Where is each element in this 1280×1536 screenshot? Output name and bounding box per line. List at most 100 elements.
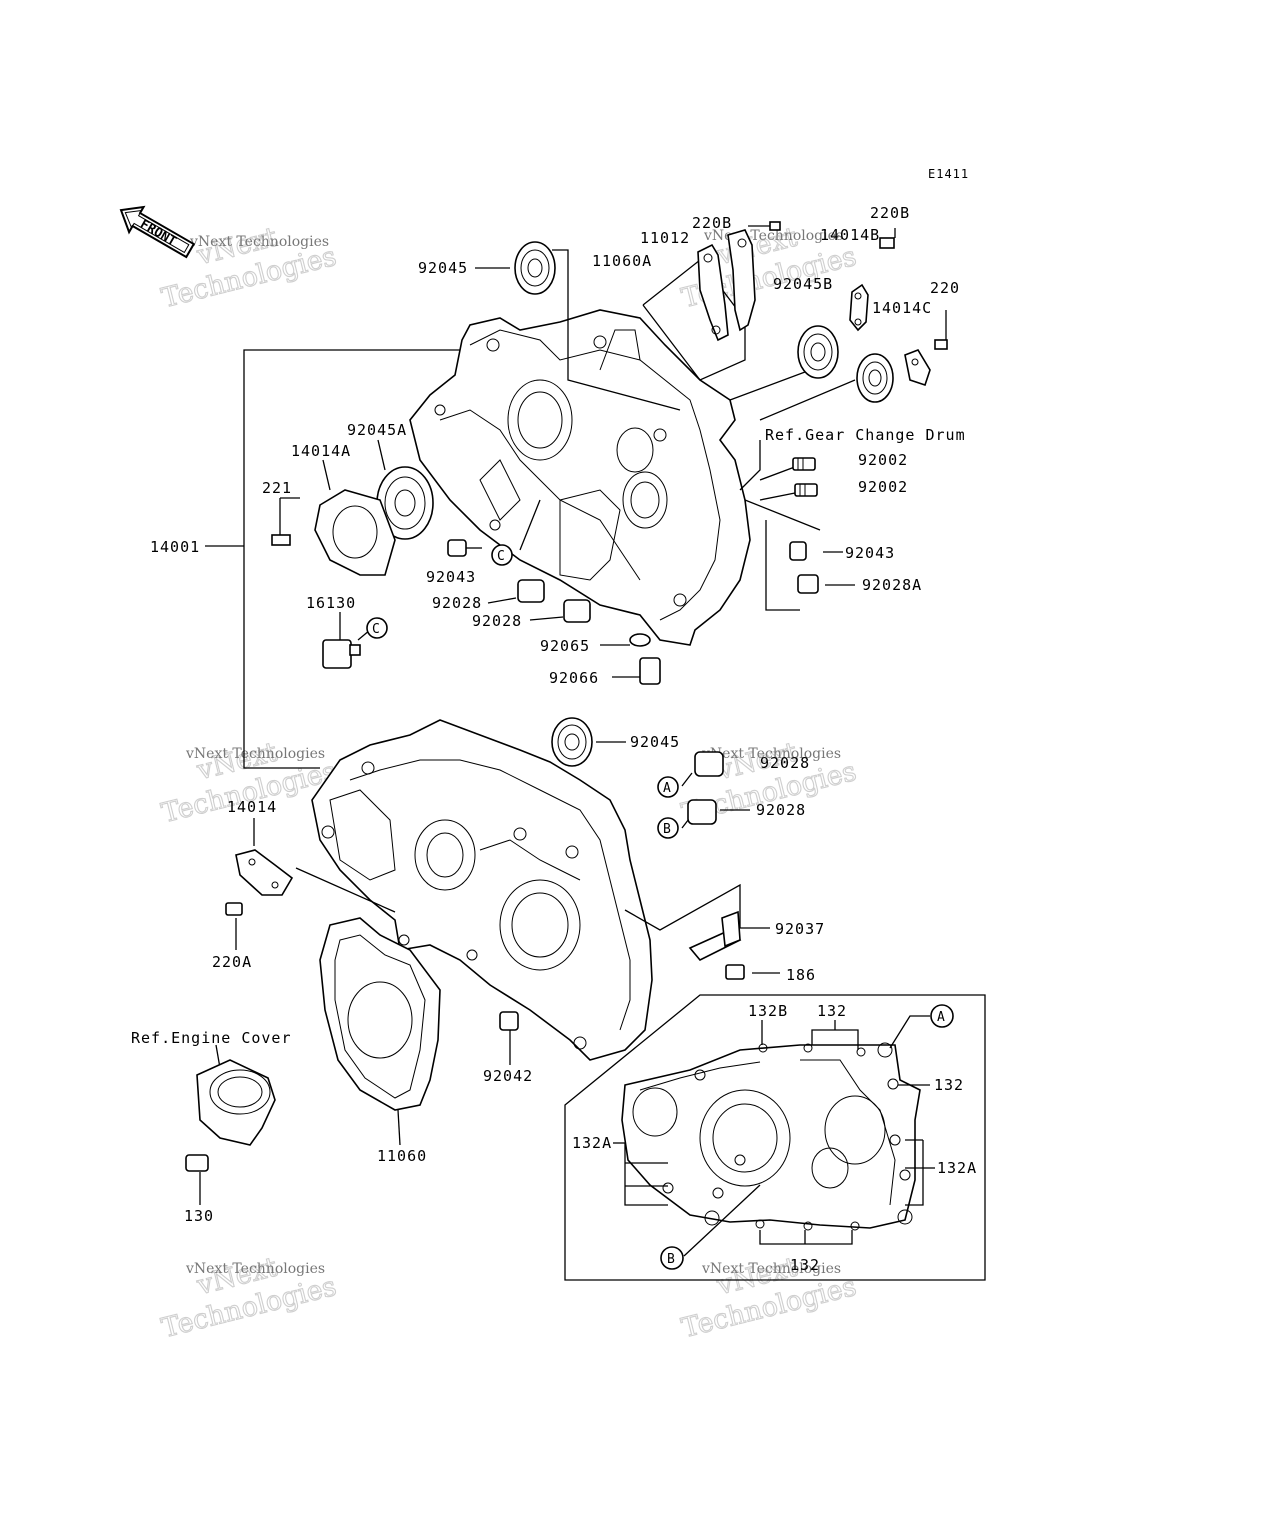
callout-a-text: A	[937, 1010, 945, 1025]
dowel-92028-a-lower	[694, 751, 724, 777]
dowel-92043-right	[789, 541, 807, 561]
oring-92065	[629, 633, 651, 647]
watermark-text: vNext Technologies	[701, 1261, 841, 1277]
callout-b-lower: B	[657, 817, 679, 839]
bearing-92045b	[797, 325, 839, 379]
label-92037: 92037	[775, 920, 825, 938]
label-132-top: 132	[817, 1002, 847, 1020]
lower-crankcase-half	[311, 719, 653, 1061]
watermark-text: vNext Technologies	[701, 746, 841, 762]
dowel-92028-2	[563, 599, 591, 623]
label-92002-b: 92002	[858, 478, 908, 496]
bearing-92045-mid	[551, 717, 593, 767]
label-92028-a: 92028	[760, 754, 810, 772]
label-132a-left: 132A	[572, 1134, 612, 1152]
label-14014c: 14014C	[872, 299, 932, 317]
label-220a: 220A	[212, 953, 252, 971]
dowel-92042	[499, 1011, 519, 1031]
label-92045a: 92045A	[347, 421, 407, 439]
watermark-text: vNext Technologies	[185, 746, 325, 762]
label-132-bottom: 132	[790, 1256, 820, 1274]
label-11060: 11060	[377, 1147, 427, 1165]
stud-92002-b	[794, 483, 818, 497]
label-92043-left: 92043	[426, 568, 476, 586]
bolt-221	[271, 534, 291, 546]
label-132-right: 132	[934, 1076, 964, 1094]
bolt-220b-right	[879, 228, 896, 249]
bolt-detail-leaders	[613, 1015, 935, 1257]
gasket-11060	[319, 917, 441, 1111]
front-label: FRONT	[137, 217, 179, 250]
upper-leader-lines	[279, 249, 856, 678]
callout-a-detail: A	[930, 1004, 954, 1028]
bolt-130	[185, 1154, 209, 1172]
dowel-92043-left	[447, 539, 467, 557]
label-132a-right: 132A	[937, 1159, 977, 1177]
label-11012: 11012	[640, 229, 690, 247]
label-92065: 92065	[540, 637, 590, 655]
diagram-code: E1411	[928, 167, 969, 181]
label-92045b: 92045B	[773, 275, 833, 293]
label-92028-b: 92028	[756, 801, 806, 819]
callout-a-text: A	[663, 781, 671, 796]
callout-c-text: C	[497, 549, 505, 564]
label-92028a: 92028A	[862, 576, 922, 594]
label-92028-1: 92028	[432, 594, 482, 612]
bearing-92045a	[376, 466, 434, 540]
part-labels: 92045 220B 11012 11060A 220B 14014B 9204…	[131, 204, 977, 1274]
dowel-92028-1	[517, 579, 545, 603]
plate-14014b	[849, 283, 869, 332]
bearing-gear-change	[856, 353, 894, 403]
bolt-220b-top	[748, 221, 781, 231]
guide-92037	[688, 910, 742, 961]
cover-seal-ref-engine	[196, 1059, 276, 1146]
upper-crankcase-half	[409, 309, 751, 646]
plate-14014c	[904, 349, 931, 387]
callout-b-detail: B	[660, 1246, 684, 1270]
label-130: 130	[184, 1207, 214, 1225]
bolt-detail-box	[564, 994, 986, 1281]
sensor-16130	[322, 639, 361, 669]
bolt-220	[934, 310, 948, 350]
callout-c-left: C	[366, 617, 388, 639]
dowel-92028a	[797, 574, 819, 594]
label-14014a: 14014A	[291, 442, 351, 460]
label-221: 221	[262, 479, 292, 497]
label-14014: 14014	[227, 798, 277, 816]
label-92066: 92066	[549, 669, 599, 687]
shift-fork-lever-11060a	[697, 243, 729, 342]
label-ref-engine-cover: Ref.Engine Cover	[131, 1029, 292, 1047]
lower-leader-lines	[199, 741, 780, 1205]
label-220b-top: 220B	[692, 214, 732, 232]
bolt-186	[725, 964, 745, 980]
stud-92002-a	[792, 457, 816, 471]
plug-92066	[639, 657, 661, 685]
label-220: 220	[930, 279, 960, 297]
callout-c-upper: C	[491, 544, 513, 566]
label-ref-gear-change-drum: Ref.Gear Change Drum	[765, 426, 966, 444]
shift-fork-11012	[727, 229, 756, 332]
plate-14014	[235, 849, 294, 896]
label-92045-top: 92045	[418, 259, 468, 277]
callout-c-text: C	[372, 622, 380, 637]
bolt-220a	[225, 902, 243, 916]
bearing-92045-top	[514, 241, 556, 295]
watermark-text: vNext Technologies	[185, 1261, 325, 1277]
label-132b: 132B	[748, 1002, 788, 1020]
callout-a-lower: A	[657, 776, 679, 798]
bracket-lines	[205, 349, 460, 769]
label-220b-right: 220B	[870, 204, 910, 222]
label-92028-2: 92028	[472, 612, 522, 630]
callout-b-text: B	[663, 822, 671, 837]
label-92045-mid: 92045	[630, 733, 680, 751]
watermark-text: vNext Technologies	[189, 234, 329, 250]
front-arrow-icon: FRONT	[119, 205, 196, 259]
label-92042: 92042	[483, 1067, 533, 1085]
label-11060a: 11060A	[592, 252, 652, 270]
label-14001: 14001	[150, 538, 200, 556]
label-186: 186	[786, 966, 816, 984]
label-14014b: 14014B	[820, 226, 880, 244]
label-92043-right: 92043	[845, 544, 895, 562]
dowel-92028-b-lower	[687, 799, 717, 825]
